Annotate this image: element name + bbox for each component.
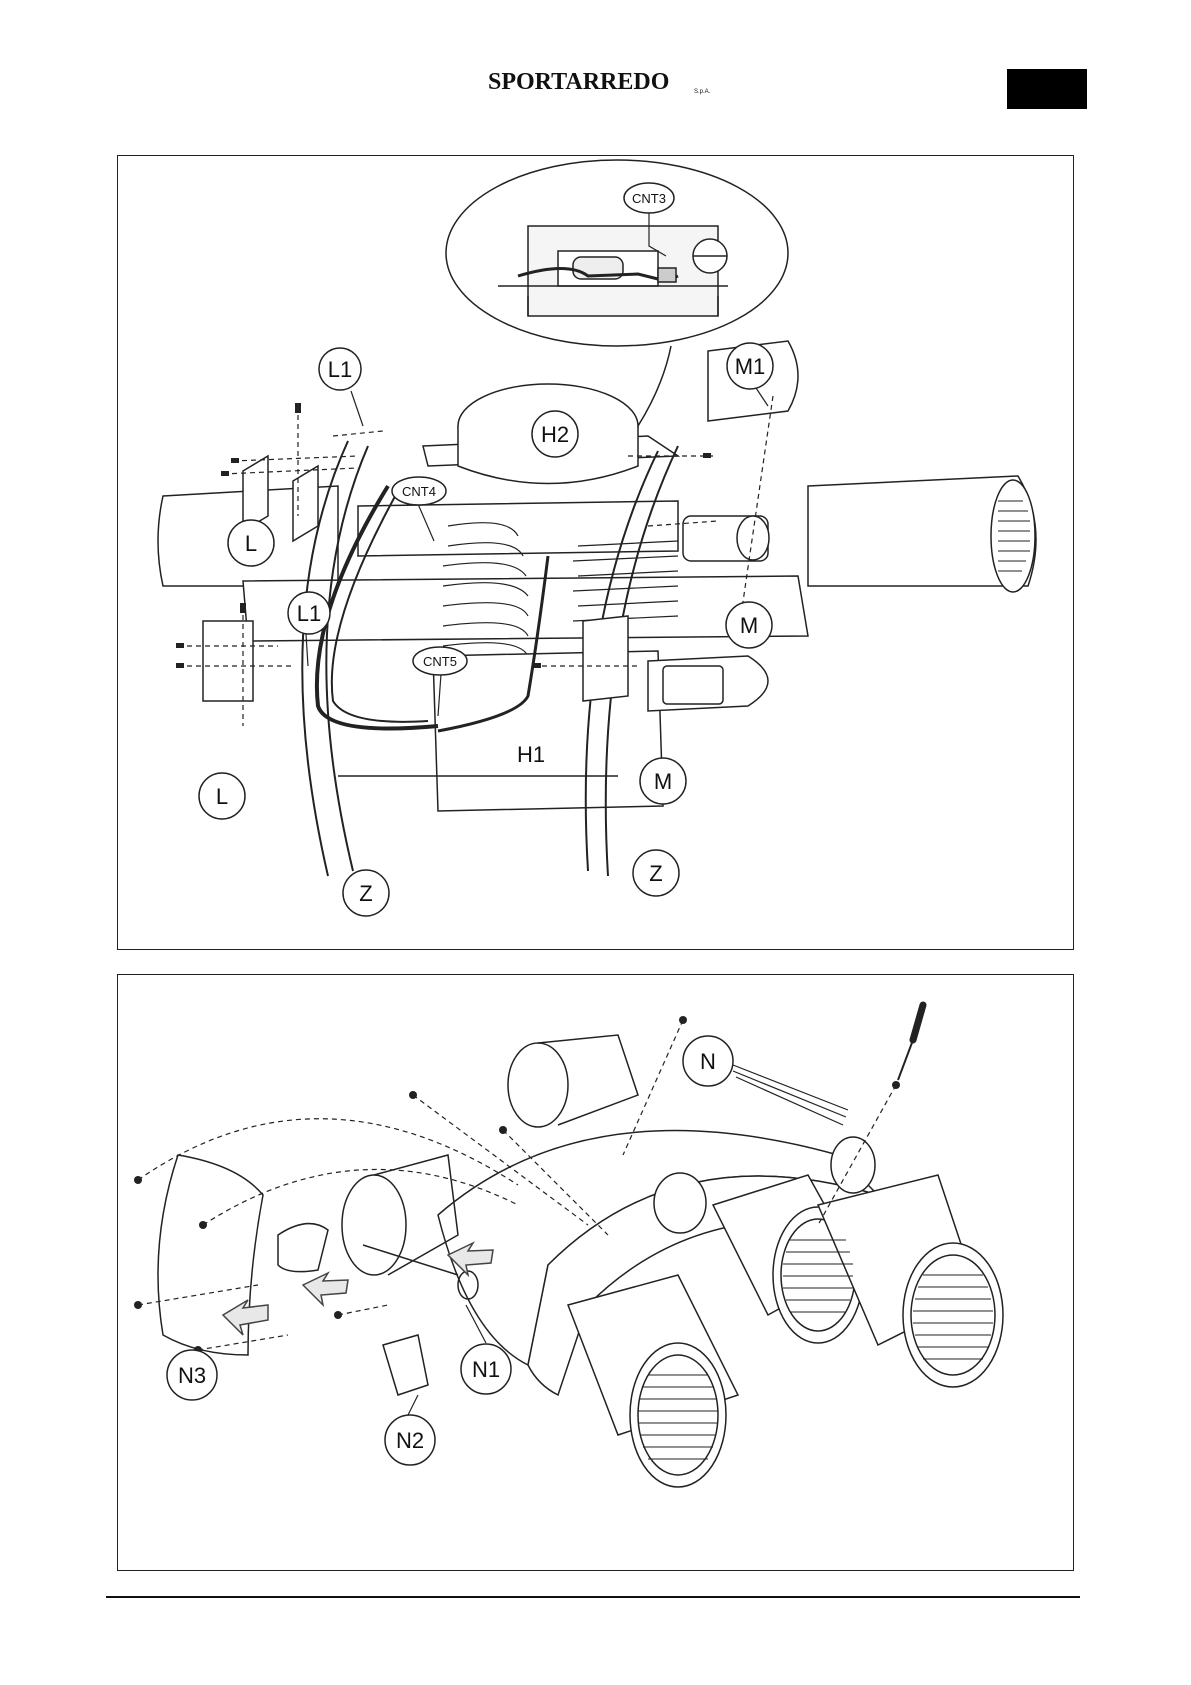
brand-suffix: S.p.A.	[694, 89, 711, 95]
footer-rule	[106, 1596, 1080, 1598]
callout-m-top-label: M	[740, 613, 758, 638]
callout-m-bottom-label: M	[654, 769, 672, 794]
callout-h2-label: H2	[541, 422, 569, 447]
assembly-drawing-bottom: N N3 N1 N2	[118, 975, 1075, 1572]
section-tab	[1007, 69, 1087, 109]
callout-cnt4-label: CNT4	[402, 484, 436, 499]
callout-z-right-label: Z	[649, 861, 662, 886]
sportarredo-logo: SPORTARREDO S.p.A.	[488, 66, 728, 96]
callout-z-left-label: Z	[359, 881, 372, 906]
callout-n-label: N	[700, 1049, 716, 1074]
callout-n3-label: N3	[178, 1363, 206, 1388]
assembly-figure-top: CNT3 L1 M1 H2 CNT4 L M L1 CNT5 H1 M L Z …	[117, 155, 1074, 950]
rotate-arrow-icon	[303, 1273, 348, 1305]
callout-m1-label: M1	[735, 354, 766, 379]
callout-h1-label: H1	[517, 742, 545, 767]
callout-l-bottom-label: L	[216, 784, 228, 809]
callout-n2-label: N2	[396, 1428, 424, 1453]
assembly-figure-bottom: N N3 N1 N2	[117, 974, 1074, 1571]
callout-n1-label: N1	[472, 1357, 500, 1382]
callout-cnt3-label: CNT3	[632, 191, 666, 206]
screwdriver-icon	[898, 1005, 923, 1080]
callout-cnt5-label: CNT5	[423, 654, 457, 669]
callout-l-top-label: L	[245, 531, 257, 556]
callout-l1-bottom-label: L1	[297, 601, 321, 626]
assembly-drawing-top: CNT3 L1 M1 H2 CNT4 L M L1 CNT5 H1 M L Z …	[118, 156, 1075, 951]
brand-name: SPORTARREDO	[488, 69, 669, 95]
callout-l1-top-label: L1	[328, 357, 352, 382]
